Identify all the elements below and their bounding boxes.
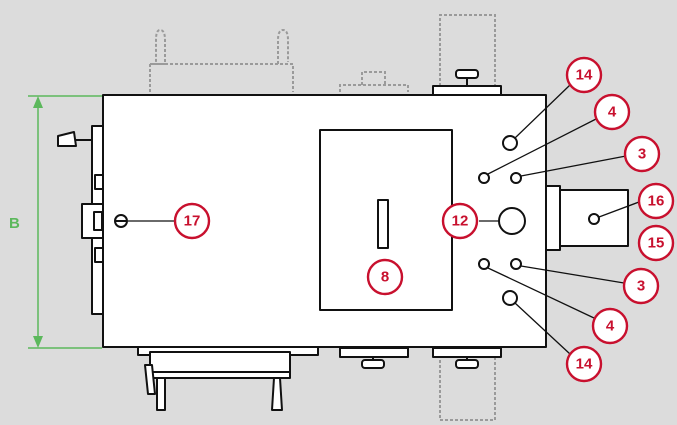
callout-4-top-label: 4 [608,104,617,121]
callout-17-label: 17 [184,213,201,230]
bottom-knob-mid [361,359,385,369]
leader-16 [598,201,640,218]
bottom-knob-right [455,359,479,369]
bottom-rail-mid [339,347,409,358]
leader-lines [128,84,640,355]
bottom-leg-right [271,377,283,411]
bottom-leg-left [156,377,166,411]
dimension-b-arrow-bottom [33,336,43,348]
port-14-top [502,135,518,151]
port-3-bottom [510,258,522,270]
callout-14-bottom-label: 14 [576,356,593,373]
port-14-bottom [502,290,518,306]
dashed-door-outline-top [439,14,496,86]
leader-3-bottom [520,265,625,284]
leader-4-bottom [487,267,595,319]
callout-12-label: 12 [452,213,469,230]
callout-8-circle [366,258,404,296]
callouts [173,56,675,383]
bottom-door-hinge [432,347,502,358]
left-flue-inner [93,211,103,231]
callout-14-bottom-circle [565,345,603,383]
callout-17-circle [173,202,211,240]
callout-3-bottom-label: 3 [637,278,645,295]
bottom-handle-bar [149,371,291,379]
port-12 [498,207,526,235]
top-door-hinge [432,85,502,96]
left-lever-handle [57,131,77,147]
door-handle-slot [377,199,389,249]
dimension-b [28,95,102,349]
callout-3-top-label: 3 [638,146,646,163]
top-knob [455,69,479,79]
callout-3-top-circle [623,135,661,173]
callout-16-label: 16 [648,193,665,210]
callout-4-bottom-label: 4 [606,318,615,335]
callout-14-top-circle [565,56,603,94]
dashed-door-outline-bottom [439,355,496,421]
callout-15-label: 15 [648,235,665,252]
callout-4-bottom-circle [591,307,629,345]
callout-16-circle [637,182,675,220]
dashed-knob-outline [339,71,409,92]
leader-3-top [520,155,627,177]
callout-4-top-circle [593,93,631,131]
port-4-bottom [478,258,490,270]
callout-15-circle [637,224,675,262]
port-16 [588,213,600,225]
flue-collar [545,185,561,251]
leader-14-bottom [514,302,571,355]
callout-8-label: 8 [381,269,389,286]
bottom-handle-block [149,351,291,373]
dimension-b-label: B [9,215,20,232]
dashed-outlines [149,14,496,421]
bottom-lever-left [144,364,156,395]
leader-14-top [514,84,571,139]
callout-14-top-label: 14 [576,67,593,84]
dashed-handle-outline [149,28,294,92]
dimension-b-arrow-top [33,96,43,108]
callout-12-circle [441,202,479,240]
leader-4-top [487,117,599,175]
callout-3-bottom-circle [622,267,660,305]
port-3-top [510,172,522,184]
port-4-top [478,172,490,184]
